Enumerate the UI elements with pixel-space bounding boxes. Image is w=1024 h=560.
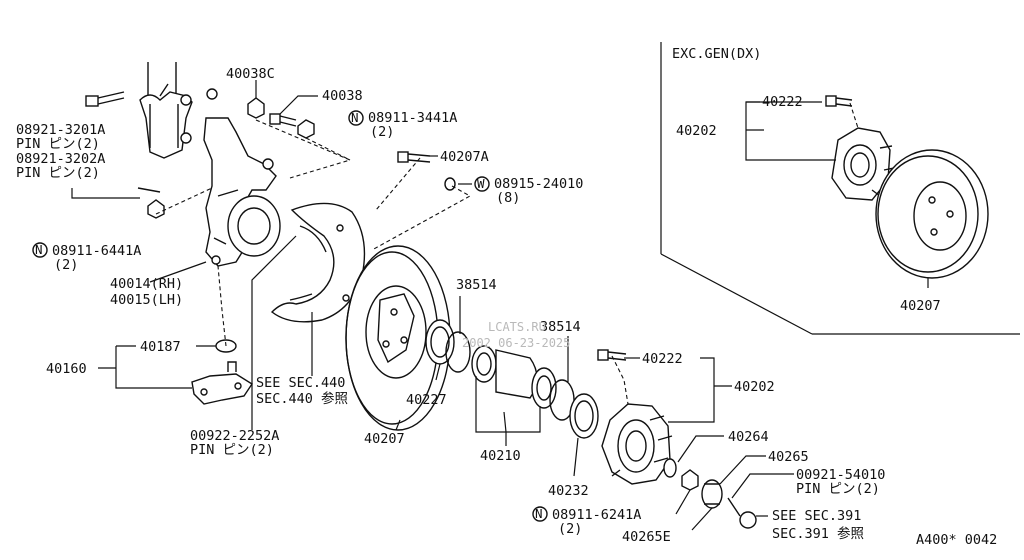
label-sec-440-jp: SEC.440 参照: [256, 390, 348, 407]
label-40222: 40222: [642, 351, 683, 367]
inset-title: EXC.GEN(DX): [672, 46, 761, 62]
nut-marker-icon: [348, 110, 364, 126]
nut-marker-icon-2: [32, 242, 48, 258]
label-see-sec-391: SEE SEC.391: [772, 508, 861, 524]
label-08915-24010: 08915-24010: [494, 176, 583, 192]
figure-code: A400* 0042: [916, 532, 997, 548]
nut-marker-2: N: [35, 242, 43, 257]
brake-disc: [345, 245, 451, 431]
nut-marker-icon-3: [532, 506, 548, 522]
label-38514-b: 38514: [540, 319, 581, 335]
hub-cap-sec391: [739, 511, 757, 529]
label-pin-a: PIN ピン(2): [16, 136, 100, 152]
label-08911-6241a: 08911-6241A: [552, 507, 641, 523]
label-40038c: 40038C: [226, 66, 275, 82]
grease-seal-40232: [569, 393, 599, 439]
nut-08911-6441a: [147, 199, 165, 219]
wheel-hub-40202: [601, 403, 673, 485]
label-see-sec-440: SEE SEC.440: [256, 375, 345, 391]
pin-08921: [137, 187, 161, 193]
label-inset-40222: 40222: [762, 94, 803, 110]
label-40210: 40210: [480, 448, 521, 464]
washer-marker-icon: [474, 176, 490, 192]
inset-brake-disc: [875, 149, 989, 279]
label-inset-40202: 40202: [676, 123, 717, 139]
snap-ring-38514-a: [445, 331, 471, 373]
label-40265e: 40265E: [622, 529, 671, 545]
label-08911-6241a-qty: (2): [558, 521, 582, 537]
assembly-lines: [155, 102, 859, 405]
washer-08915-24010: [444, 177, 456, 191]
inset-frame: [660, 42, 1020, 335]
label-08915-24010-qty: (8): [496, 190, 520, 206]
strut-illustration: [139, 62, 218, 159]
label-40232: 40232: [548, 483, 589, 499]
label-40160: 40160: [46, 361, 87, 377]
inset-hub: [831, 127, 895, 201]
hub-nut-40265: [701, 479, 723, 509]
nut-marker-3: N: [535, 506, 543, 521]
label-inset-40207: 40207: [900, 298, 941, 314]
hub-bolt-40222: [597, 349, 627, 361]
nut-08911-6241a: [681, 469, 699, 491]
bolt-40207a: [397, 151, 431, 163]
label-40014: 40014(RH): [110, 276, 183, 292]
label-40264: 40264: [728, 429, 769, 445]
leader-lines: [71, 80, 929, 531]
label-08921-3201a: 08921-3201A: [16, 122, 105, 138]
dust-shield: [270, 202, 366, 323]
bolt-40038: [269, 113, 297, 127]
wheel-bearing-40210: [471, 345, 557, 409]
watermark-line2: 2002 06-23-2025: [462, 336, 570, 350]
washer-40264: [663, 458, 677, 478]
nut-40038c: [247, 97, 265, 119]
label-00922-2252a: 00922-2252A: [190, 428, 279, 444]
nut-08911-3441a: [297, 119, 315, 139]
label-40207: 40207: [364, 431, 405, 447]
strut-bolt: [85, 91, 125, 107]
label-40207a: 40207A: [440, 149, 489, 165]
label-sec-391-jp: SEC.391 参照: [772, 525, 864, 542]
label-pin-d: PIN ピン(2): [796, 481, 880, 497]
label-00921-54010: 00921-54010: [796, 467, 885, 483]
inset-hub-bolt: [825, 95, 853, 107]
label-08911-6441a-qty: (2): [54, 257, 78, 273]
label-38514-a: 38514: [456, 277, 497, 293]
nut-marker: N: [351, 110, 359, 125]
label-40202: 40202: [734, 379, 775, 395]
label-pin-b: PIN ピン(2): [16, 165, 100, 181]
label-pin-c: PIN ピン(2): [190, 442, 274, 458]
ball-joint-40160: [191, 361, 253, 405]
label-40038: 40038: [322, 88, 363, 104]
watermark-line1: LCATS.RU: [488, 320, 546, 334]
label-40227: 40227: [406, 392, 447, 408]
label-08911-6441a: 08911-6441A: [52, 243, 141, 259]
cotter-pin-00921: [727, 497, 741, 517]
label-08911-3441a: 08911-3441A: [368, 110, 457, 126]
label-40015: 40015(LH): [110, 292, 183, 308]
label-08911-3441a-qty: (2): [370, 124, 394, 140]
label-08921-3202a: 08921-3202A: [16, 151, 105, 167]
label-40187: 40187: [140, 339, 181, 355]
label-40265: 40265: [768, 449, 809, 465]
steering-knuckle: [203, 117, 281, 267]
washer-marker: W: [477, 176, 485, 191]
grease-seal-40227: [425, 319, 455, 365]
